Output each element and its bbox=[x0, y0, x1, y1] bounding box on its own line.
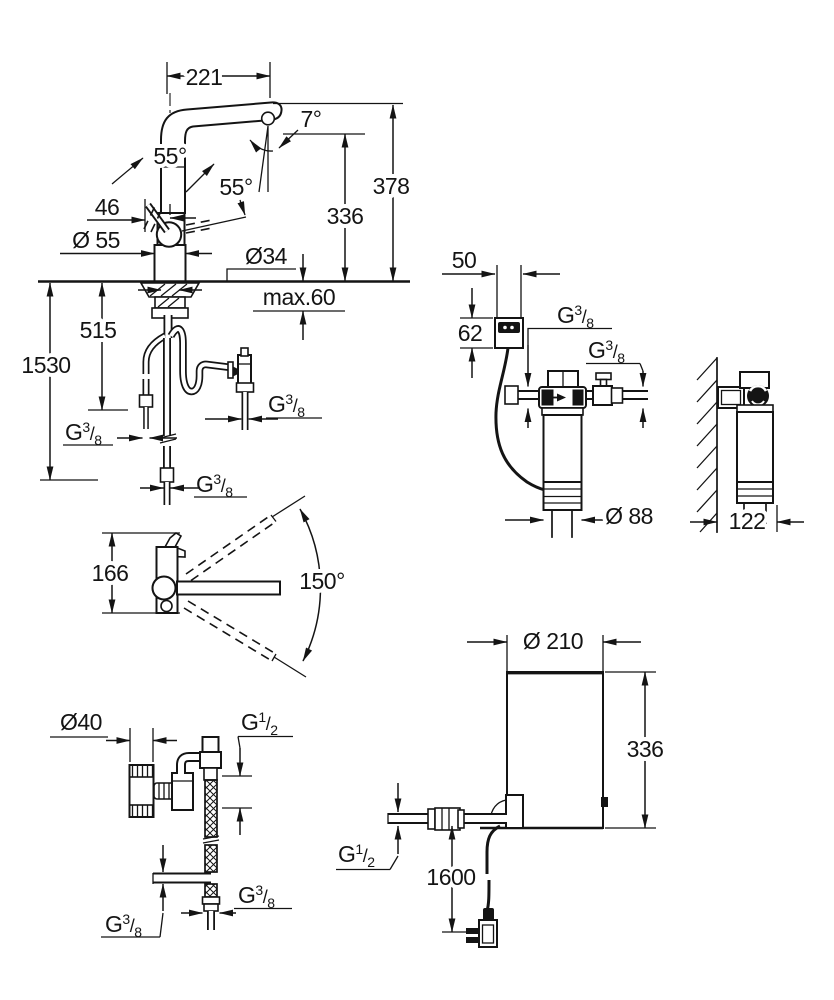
corner-valve-detail-view: Ø40 bbox=[50, 709, 293, 940]
svg-text:G3/8: G3/8 bbox=[557, 302, 594, 331]
thread-g38-hose-bottom: G3/8 bbox=[140, 471, 247, 500]
thread-g12-boiler: G1/2 bbox=[336, 783, 402, 871]
dimension-dia40: Ø40 bbox=[50, 709, 177, 762]
dimension-62: 62 bbox=[458, 288, 493, 378]
power-cord-and-plug bbox=[466, 824, 501, 948]
dimension-336: 336 bbox=[283, 133, 368, 282]
dim-trap-diameter: Ø40 bbox=[60, 709, 102, 735]
dim-hose-short: 515 bbox=[80, 317, 117, 343]
svg-text:G1/2: G1/2 bbox=[241, 709, 278, 738]
dimension-7deg: 7° bbox=[249, 102, 326, 193]
svg-text:G3/8: G3/8 bbox=[65, 419, 102, 448]
control-cable bbox=[494, 347, 546, 492]
handle-position-dashed-right bbox=[185, 219, 213, 234]
control-box bbox=[494, 265, 524, 349]
dim-hose-long: 1530 bbox=[21, 352, 70, 378]
dimension-1530: 1530 bbox=[17, 282, 98, 481]
thread-g38-hose-left: G3/8 bbox=[63, 419, 177, 448]
trap-cylinder bbox=[128, 764, 194, 818]
svg-text:G3/8: G3/8 bbox=[105, 911, 142, 940]
dim-handle-swing-left: 55° bbox=[153, 143, 186, 169]
top-view-body bbox=[151, 532, 281, 614]
thread-g38-filter-valve: G3/8 bbox=[586, 337, 647, 428]
dim-boiler-height: 336 bbox=[627, 736, 664, 762]
dim-counter-thickness: max.60 bbox=[263, 284, 335, 310]
braided-hose-upper bbox=[204, 779, 218, 838]
supply-hoses bbox=[138, 315, 232, 505]
dim-boiler-diameter: Ø 210 bbox=[523, 628, 583, 654]
thread-label: G bbox=[557, 302, 574, 328]
thread-g12-valve: G1/2 bbox=[222, 709, 293, 835]
spout-plan bbox=[176, 580, 281, 596]
svg-text:G1/2: G1/2 bbox=[338, 841, 375, 870]
filter-unit-view: 50 62 bbox=[442, 247, 657, 538]
thread-label: G bbox=[65, 419, 82, 445]
filter-head-assembly bbox=[504, 370, 648, 538]
thread-g38-detail-left: G3/8 bbox=[101, 845, 167, 940]
dim-cartridge-diameter: Ø 88 bbox=[605, 503, 653, 529]
boiler-inlet-pipe bbox=[387, 807, 507, 831]
dim-outlet-angle: 7° bbox=[301, 106, 322, 132]
thread-label: G bbox=[196, 471, 213, 497]
spout-aerator bbox=[260, 111, 276, 126]
thread-label: G bbox=[268, 391, 285, 417]
thread-label: G bbox=[338, 841, 355, 867]
dim-wall-clearance: 122 bbox=[729, 508, 766, 534]
dim-height-above-deck: 166 bbox=[92, 560, 129, 586]
dimension-50: 50 bbox=[442, 247, 560, 278]
mounting-flange bbox=[139, 282, 201, 319]
dimension-122: 122 bbox=[690, 504, 804, 538]
thread-label: G bbox=[238, 882, 255, 908]
dim-handle-projection: 46 bbox=[95, 194, 120, 220]
filter-cartridge bbox=[542, 414, 583, 483]
dimension-515: 515 bbox=[76, 282, 128, 411]
handle-position-dashed-left bbox=[143, 203, 164, 233]
dimension-46: 46 bbox=[87, 190, 196, 232]
dimension-1600: 1600 bbox=[422, 825, 480, 933]
svg-text:G3/8: G3/8 bbox=[238, 882, 275, 911]
dim-swivel-angle: 150° bbox=[299, 568, 345, 594]
dimension-boiler-336: 336 bbox=[605, 671, 668, 829]
dimension-221: 221 bbox=[166, 60, 271, 98]
thread-label: G bbox=[588, 337, 605, 363]
dimension-dia55: Ø 55 bbox=[60, 223, 212, 257]
dim-height-total: 378 bbox=[373, 173, 410, 199]
thread-g38-valve: G3/8 bbox=[205, 391, 322, 423]
dimension-dia34: Ø34 bbox=[138, 239, 296, 294]
wall-bracket bbox=[717, 386, 745, 409]
boiler-unit-view: Ø 210 336 G1/2 1600 bbox=[336, 624, 668, 948]
dimension-378: 378 bbox=[273, 102, 414, 282]
wall-hatching bbox=[696, 357, 718, 533]
faucet-top-view: 166 150° bbox=[88, 495, 349, 678]
dim-cable-length: 1600 bbox=[426, 864, 475, 890]
dim-height-outlet: 336 bbox=[327, 203, 364, 229]
dim-box-width: 50 bbox=[452, 247, 477, 273]
dim-hole-diameter: Ø34 bbox=[245, 243, 288, 269]
dim-box-height: 62 bbox=[458, 320, 483, 346]
dim-body-diameter: Ø 55 bbox=[72, 227, 120, 253]
thread-label: G bbox=[241, 709, 258, 735]
dimension-55-left: 55° bbox=[111, 139, 215, 193]
svg-text:G3/8: G3/8 bbox=[588, 337, 625, 366]
dimension-55-right: 55° bbox=[215, 170, 257, 216]
thread-g38-filter-inlet: G3/8 bbox=[524, 302, 612, 428]
valve-elbow-assembly bbox=[152, 736, 222, 930]
dimension-max60: max.60 bbox=[253, 254, 345, 340]
thread-label: G bbox=[105, 911, 122, 937]
svg-text:G3/8: G3/8 bbox=[196, 471, 233, 500]
swivel-range: 150° bbox=[183, 495, 349, 678]
dimension-dia210: Ø 210 bbox=[467, 624, 641, 671]
corner-valve bbox=[227, 347, 255, 430]
thread-g38-detail-right: G3/8 bbox=[181, 882, 292, 917]
dim-handle-swing-right: 55° bbox=[219, 174, 252, 200]
dim-spout-reach: 221 bbox=[186, 64, 223, 90]
dimension-dia88: Ø 88 bbox=[505, 499, 657, 533]
filter-unit-side-view: 122 bbox=[690, 357, 804, 538]
svg-text:G3/8: G3/8 bbox=[268, 391, 305, 420]
faucet-front-view: 221 7° 336 378 55° 55° 46 bbox=[17, 60, 414, 505]
